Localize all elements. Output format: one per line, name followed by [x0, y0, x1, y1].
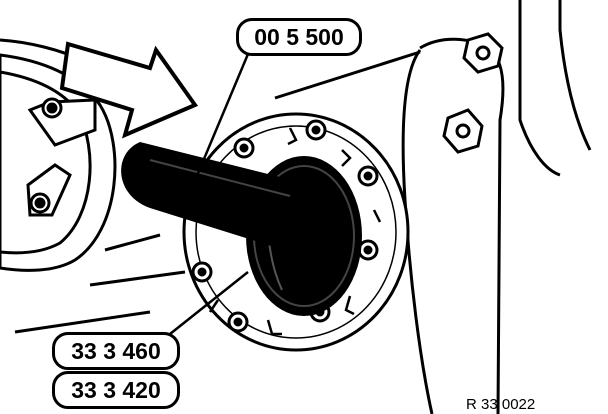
flange-bolts: [191, 119, 379, 333]
drawing-reference-number: R 33 0022: [466, 396, 536, 413]
direction-arrow: [59, 41, 199, 139]
coupling-assembly: [0, 38, 117, 272]
part-number-callout-bottom-1: 33 3 460: [52, 332, 180, 370]
leader-lines: [169, 53, 250, 335]
tool-shaft: [121, 142, 300, 255]
housing-bolts: [442, 32, 504, 154]
part-number-callout-bottom-2: 33 3 420: [52, 371, 180, 409]
flange-tabs: [208, 127, 382, 336]
part-number-callout-top: 00 5 500: [236, 18, 362, 56]
